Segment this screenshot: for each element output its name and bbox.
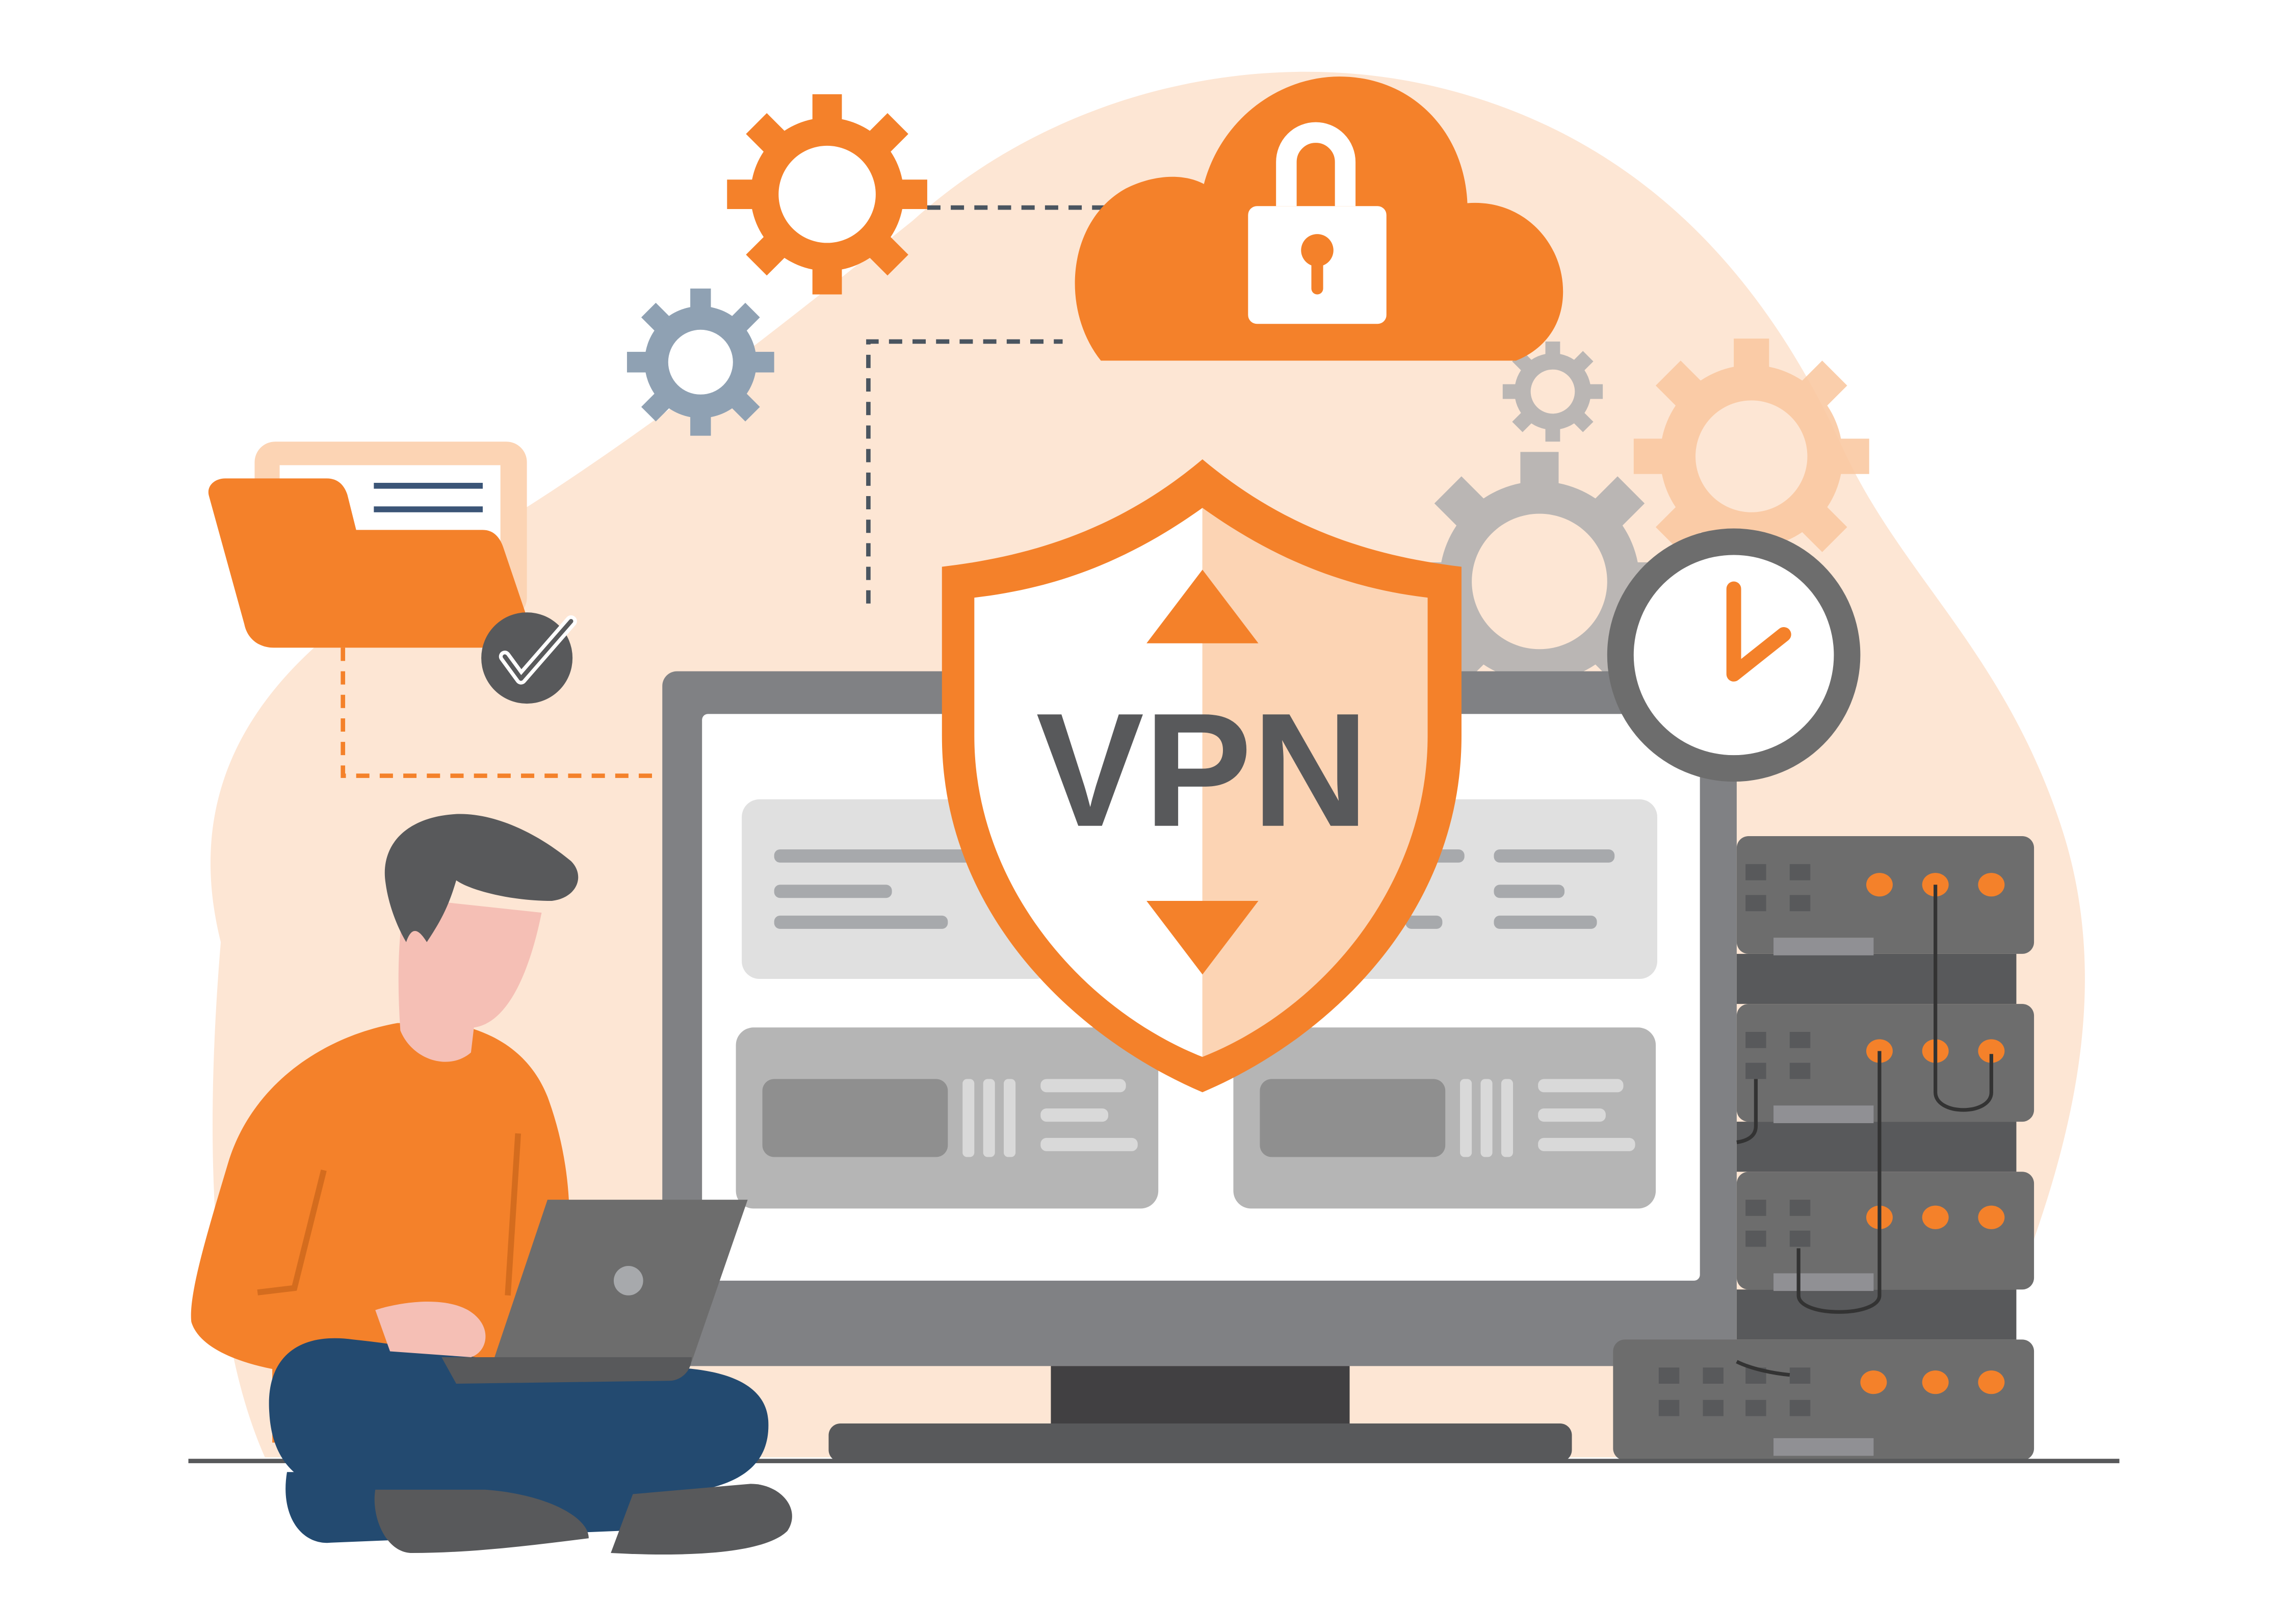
person [191,814,792,1555]
cloud-lock-icon [1075,76,1563,361]
gear-icon [1502,341,1603,442]
ground-line [188,1459,2120,1463]
gear-icon [627,288,774,436]
check-icon [481,612,577,704]
dashed-connectors [866,205,1111,604]
folder-icon [208,442,537,648]
vpn-label: VPN [1036,680,1369,861]
orange-dashed-connector [341,647,663,778]
vpn-shield-icon: VPN [942,459,1462,1093]
gear-icon [727,94,927,295]
server-rack-icon [1613,836,2034,1461]
clock-icon [1607,528,1861,782]
